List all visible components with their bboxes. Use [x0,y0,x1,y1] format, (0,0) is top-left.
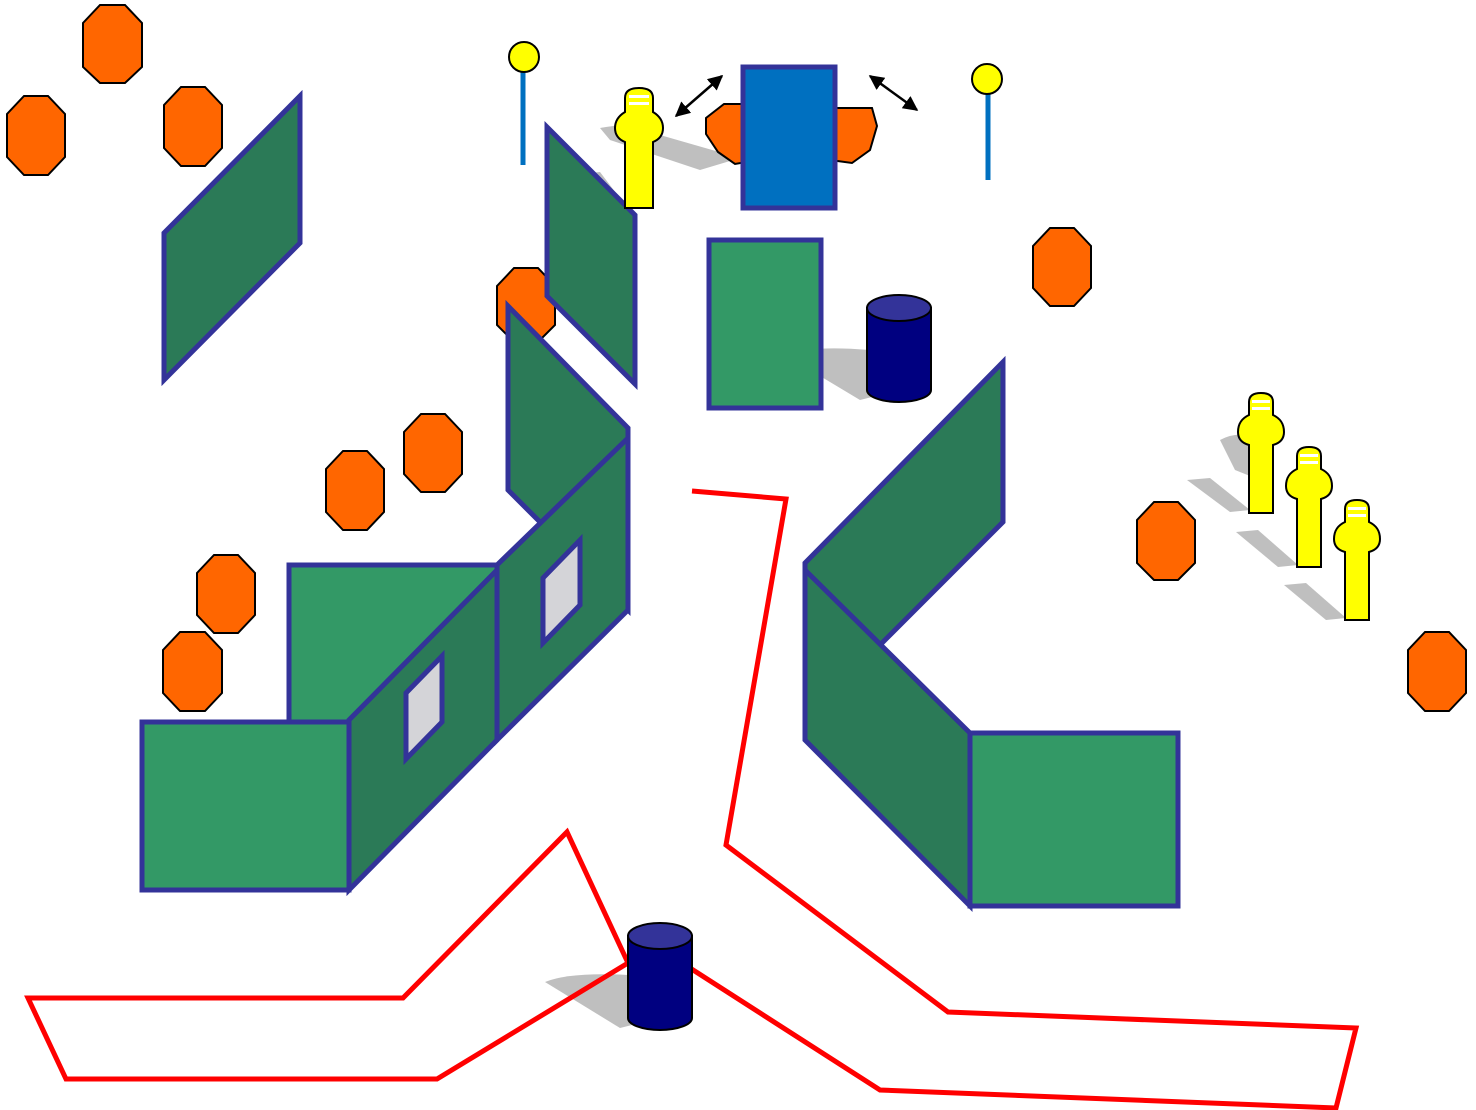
barrel-top [867,295,931,402]
wall-center [709,240,821,408]
barrel-top-lid [867,295,931,321]
steel-target-1 [83,5,142,83]
steel-target-11 [1408,632,1466,711]
barrel-bottom-lid [628,923,692,949]
steel-target-7 [197,555,255,633]
steel-target-3 [164,87,222,166]
activator-ball-right [972,64,1002,94]
wall-upper-center [547,127,635,384]
activator-ball-left [509,42,539,72]
barrel-bottom [628,923,692,1030]
shadow-popper-r3 [1284,583,1346,620]
shadow-popper-r2 [1236,530,1298,567]
arrow-right-icon [870,76,917,110]
wall-left-front [142,722,349,890]
wall-right-front [970,733,1178,906]
steel-target-9 [1033,228,1091,306]
steel-target-8 [163,632,222,711]
steel-target-6 [326,451,384,530]
walls [142,96,1178,906]
steel-target-5 [404,414,462,492]
steel-target-10 [1137,502,1195,580]
shadow-popper-r1b [1187,478,1250,512]
swinger-target [743,67,835,208]
barrel-bottom-body [628,936,692,1030]
barrel-top-body [867,308,931,402]
steel-target-2 [7,96,65,175]
popper-right-3 [1334,500,1380,620]
shadow-barrel-bottom [545,974,632,1028]
popper-right-2 [1286,447,1332,567]
